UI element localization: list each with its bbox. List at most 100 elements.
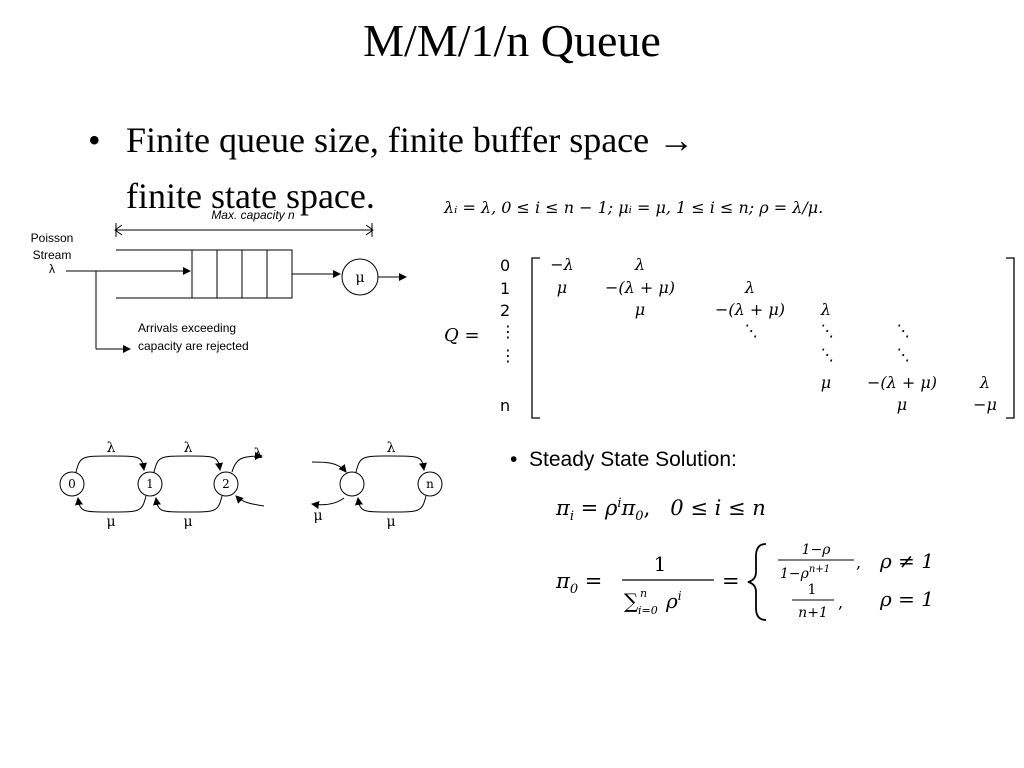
- bullet-line-1: Finite queue size, finite buffer space →: [126, 112, 694, 168]
- pi-symbol: π: [621, 496, 636, 520]
- arrival-transition-arrow: [153, 455, 223, 473]
- bullet-dot: •: [510, 448, 518, 471]
- matrix-row-label: ⋮: [500, 322, 516, 341]
- matrix-entry: −μ: [973, 395, 997, 414]
- state-node: [417, 471, 443, 497]
- state-node: [213, 471, 239, 497]
- matrix-entry: ⋱: [894, 321, 910, 340]
- case2-condition: ρ = 1: [879, 587, 934, 611]
- service-transition-arrow: [355, 495, 427, 513]
- case1-comma: ,: [856, 553, 861, 572]
- matrix-entry: μ: [896, 395, 908, 414]
- index-range: 0 ≤ i ≤ n: [670, 496, 766, 520]
- arrival-transition-arrow: [355, 455, 427, 473]
- arrival-transition-arrow: [231, 452, 263, 473]
- implies-arrow-icon: →: [658, 119, 695, 160]
- rates-definition: λᵢ = λ, 0 ≤ i ≤ n − 1; μᵢ = μ, 1 ≤ i ≤ n…: [444, 198, 824, 217]
- state-node: [339, 471, 365, 497]
- matrix-symbol: Q =: [444, 325, 480, 346]
- steady-state-heading: Steady State Solution:: [529, 448, 737, 471]
- queue-figure: Max. capacity n Poisson Stream λ μ Arriv…: [31, 208, 407, 353]
- rho-exponent: i: [617, 496, 622, 511]
- matrix-entry: μ: [634, 300, 646, 319]
- sum-symbol: ∑: [624, 589, 639, 613]
- matrix-entry: μ: [820, 373, 832, 392]
- left-bracket: [531, 257, 540, 419]
- matrix-entry: −(λ + μ): [714, 300, 786, 319]
- service-transition-arrow: [153, 495, 223, 513]
- state-label: n: [426, 477, 434, 491]
- bullet-dot: •: [88, 120, 101, 160]
- equals-sign: =: [722, 569, 740, 593]
- matrix-entry: ⋱: [894, 345, 910, 364]
- service-transition-arrow: [235, 495, 265, 507]
- pi0-lhs: π0 =: [555, 569, 602, 597]
- matrix-entry: λ: [634, 255, 646, 274]
- capacity-label: Max. capacity n: [211, 208, 295, 222]
- pi-subscript: 0: [635, 509, 644, 525]
- matrix-entry: μ: [556, 278, 568, 297]
- service-rate-label: μ: [313, 508, 322, 524]
- state-label: 1: [146, 477, 154, 491]
- arrival-transition-arrow: [311, 461, 347, 473]
- matrix-entry: ⋱: [818, 321, 834, 340]
- bullet-line-2: finite state space.: [126, 176, 375, 216]
- matrix-row-label: 0: [500, 256, 511, 275]
- case2-numerator: 1: [808, 582, 817, 598]
- state-label: 0: [68, 477, 76, 491]
- reject-label-line-2: capacity are rejected: [138, 339, 249, 353]
- state-node: [59, 471, 85, 497]
- bullet-line-1-text: Finite queue size, finite buffer space: [126, 120, 650, 160]
- server-label: μ: [355, 270, 364, 286]
- service-transition-arrow: [311, 497, 345, 509]
- state-node: [137, 471, 163, 497]
- matrix-row-label: n: [500, 396, 511, 415]
- matrix-entry: −(λ + μ): [866, 373, 938, 392]
- service-rate-label: μ: [386, 514, 395, 530]
- arrival-rate-label: λ: [107, 440, 116, 456]
- pi-i-equation: πi = ρiπ0, 0 ≤ i ≤ n: [556, 496, 766, 525]
- arrival-transition-arrow: [75, 455, 147, 473]
- capacity-right-arrow-icon: [365, 224, 374, 236]
- service-transition-arrow: [75, 495, 147, 513]
- matrix-row-label: 1: [500, 279, 511, 298]
- case1-condition: ρ ≠ 1: [879, 549, 934, 573]
- cases-brace: [747, 543, 767, 621]
- rho-symbol: ρ: [604, 496, 618, 520]
- source-label-line-1: Poisson: [31, 231, 74, 245]
- arrival-rate-label: λ: [184, 440, 193, 456]
- pi-subscript: i: [569, 509, 574, 525]
- source-rate-label: λ: [49, 262, 55, 276]
- arrival-rate-label: λ: [254, 446, 263, 462]
- case2-denominator: n+1: [798, 605, 828, 621]
- reject-label-line-1: Arrivals exceeding: [138, 321, 236, 335]
- matrix-entry: −λ: [550, 255, 574, 274]
- steady-state-bullet: • Steady State Solution:: [510, 448, 737, 472]
- service-rate-label: μ: [183, 514, 192, 530]
- matrix-entry: −(λ + μ): [604, 278, 676, 297]
- slide-title: M/M/1/n Queue: [363, 15, 661, 66]
- fraction-numerator: 1: [654, 552, 667, 576]
- matrix-row-label: ⋮: [500, 346, 516, 365]
- service-rate-label: μ: [106, 514, 115, 530]
- case1-numerator: 1−ρ: [802, 542, 832, 558]
- capacity-left-arrow-icon: [114, 224, 123, 236]
- state-label: 2: [222, 477, 230, 491]
- sum-lower-limit: i=0: [638, 604, 658, 617]
- matrix-entry: λ: [744, 278, 756, 297]
- matrix-entry: λ: [979, 373, 991, 392]
- sum-term: ρi: [665, 589, 682, 613]
- pi-symbol: π: [556, 496, 570, 520]
- matrix-entry: ⋱: [742, 321, 758, 340]
- matrix-entry: λ: [820, 300, 832, 319]
- sum-upper-limit: n: [640, 587, 647, 600]
- matrix-brackets: [531, 257, 1015, 419]
- source-label-line-2: Stream: [33, 248, 72, 262]
- matrix-row-label: 2: [500, 301, 511, 320]
- case2-comma: ,: [838, 593, 843, 612]
- matrix-entry: ⋱: [818, 345, 834, 364]
- case1-denominator: 1−ρn+1: [780, 564, 830, 582]
- pi0-equation: π0 = 1 ∑ n i=0 ρi = 1−ρ 1−ρn+1 , ρ ≠ 1 1…: [555, 542, 934, 621]
- right-bracket: [1006, 257, 1015, 419]
